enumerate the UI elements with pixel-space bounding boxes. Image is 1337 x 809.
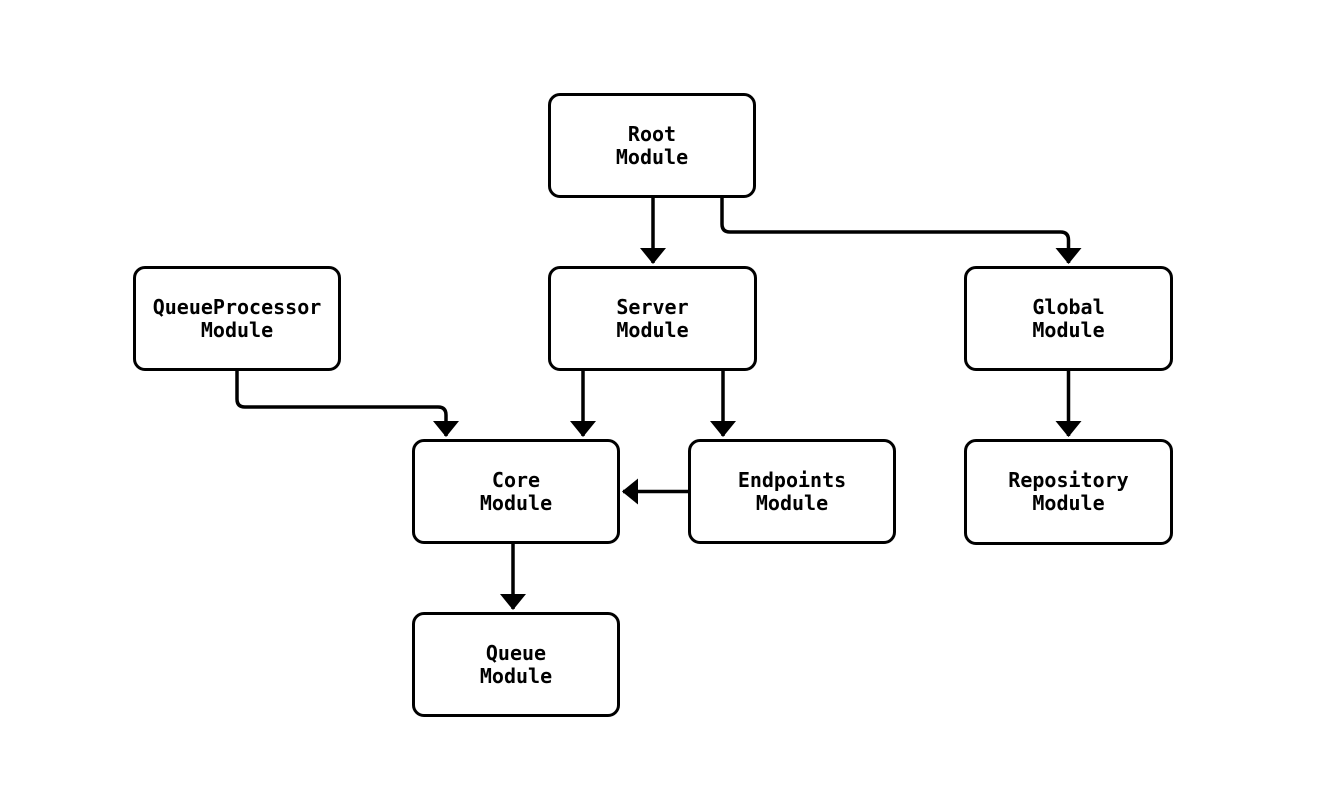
node-label: Global [1032, 294, 1105, 319]
node-label: Queue [485, 640, 547, 665]
edge-root-to-global [720, 198, 1082, 264]
node-label: Root [627, 121, 677, 146]
edge-queueprocessor-to-core [235, 371, 459, 437]
node-label: Repository [1008, 468, 1129, 492]
node-label: Module [1032, 491, 1105, 515]
node-label: Module [615, 144, 689, 169]
node-label: Server [616, 294, 689, 319]
node-label: Module [616, 317, 689, 342]
node-label: Module [755, 490, 829, 515]
node-label: Module [479, 663, 553, 688]
node-label: Module [479, 490, 553, 515]
node-label: Module [1032, 317, 1105, 342]
node-label: Endpoints [737, 467, 847, 492]
node-label: QueueProcessor [152, 294, 322, 319]
node-label: Module [200, 317, 274, 342]
node-label: Core [491, 467, 541, 492]
